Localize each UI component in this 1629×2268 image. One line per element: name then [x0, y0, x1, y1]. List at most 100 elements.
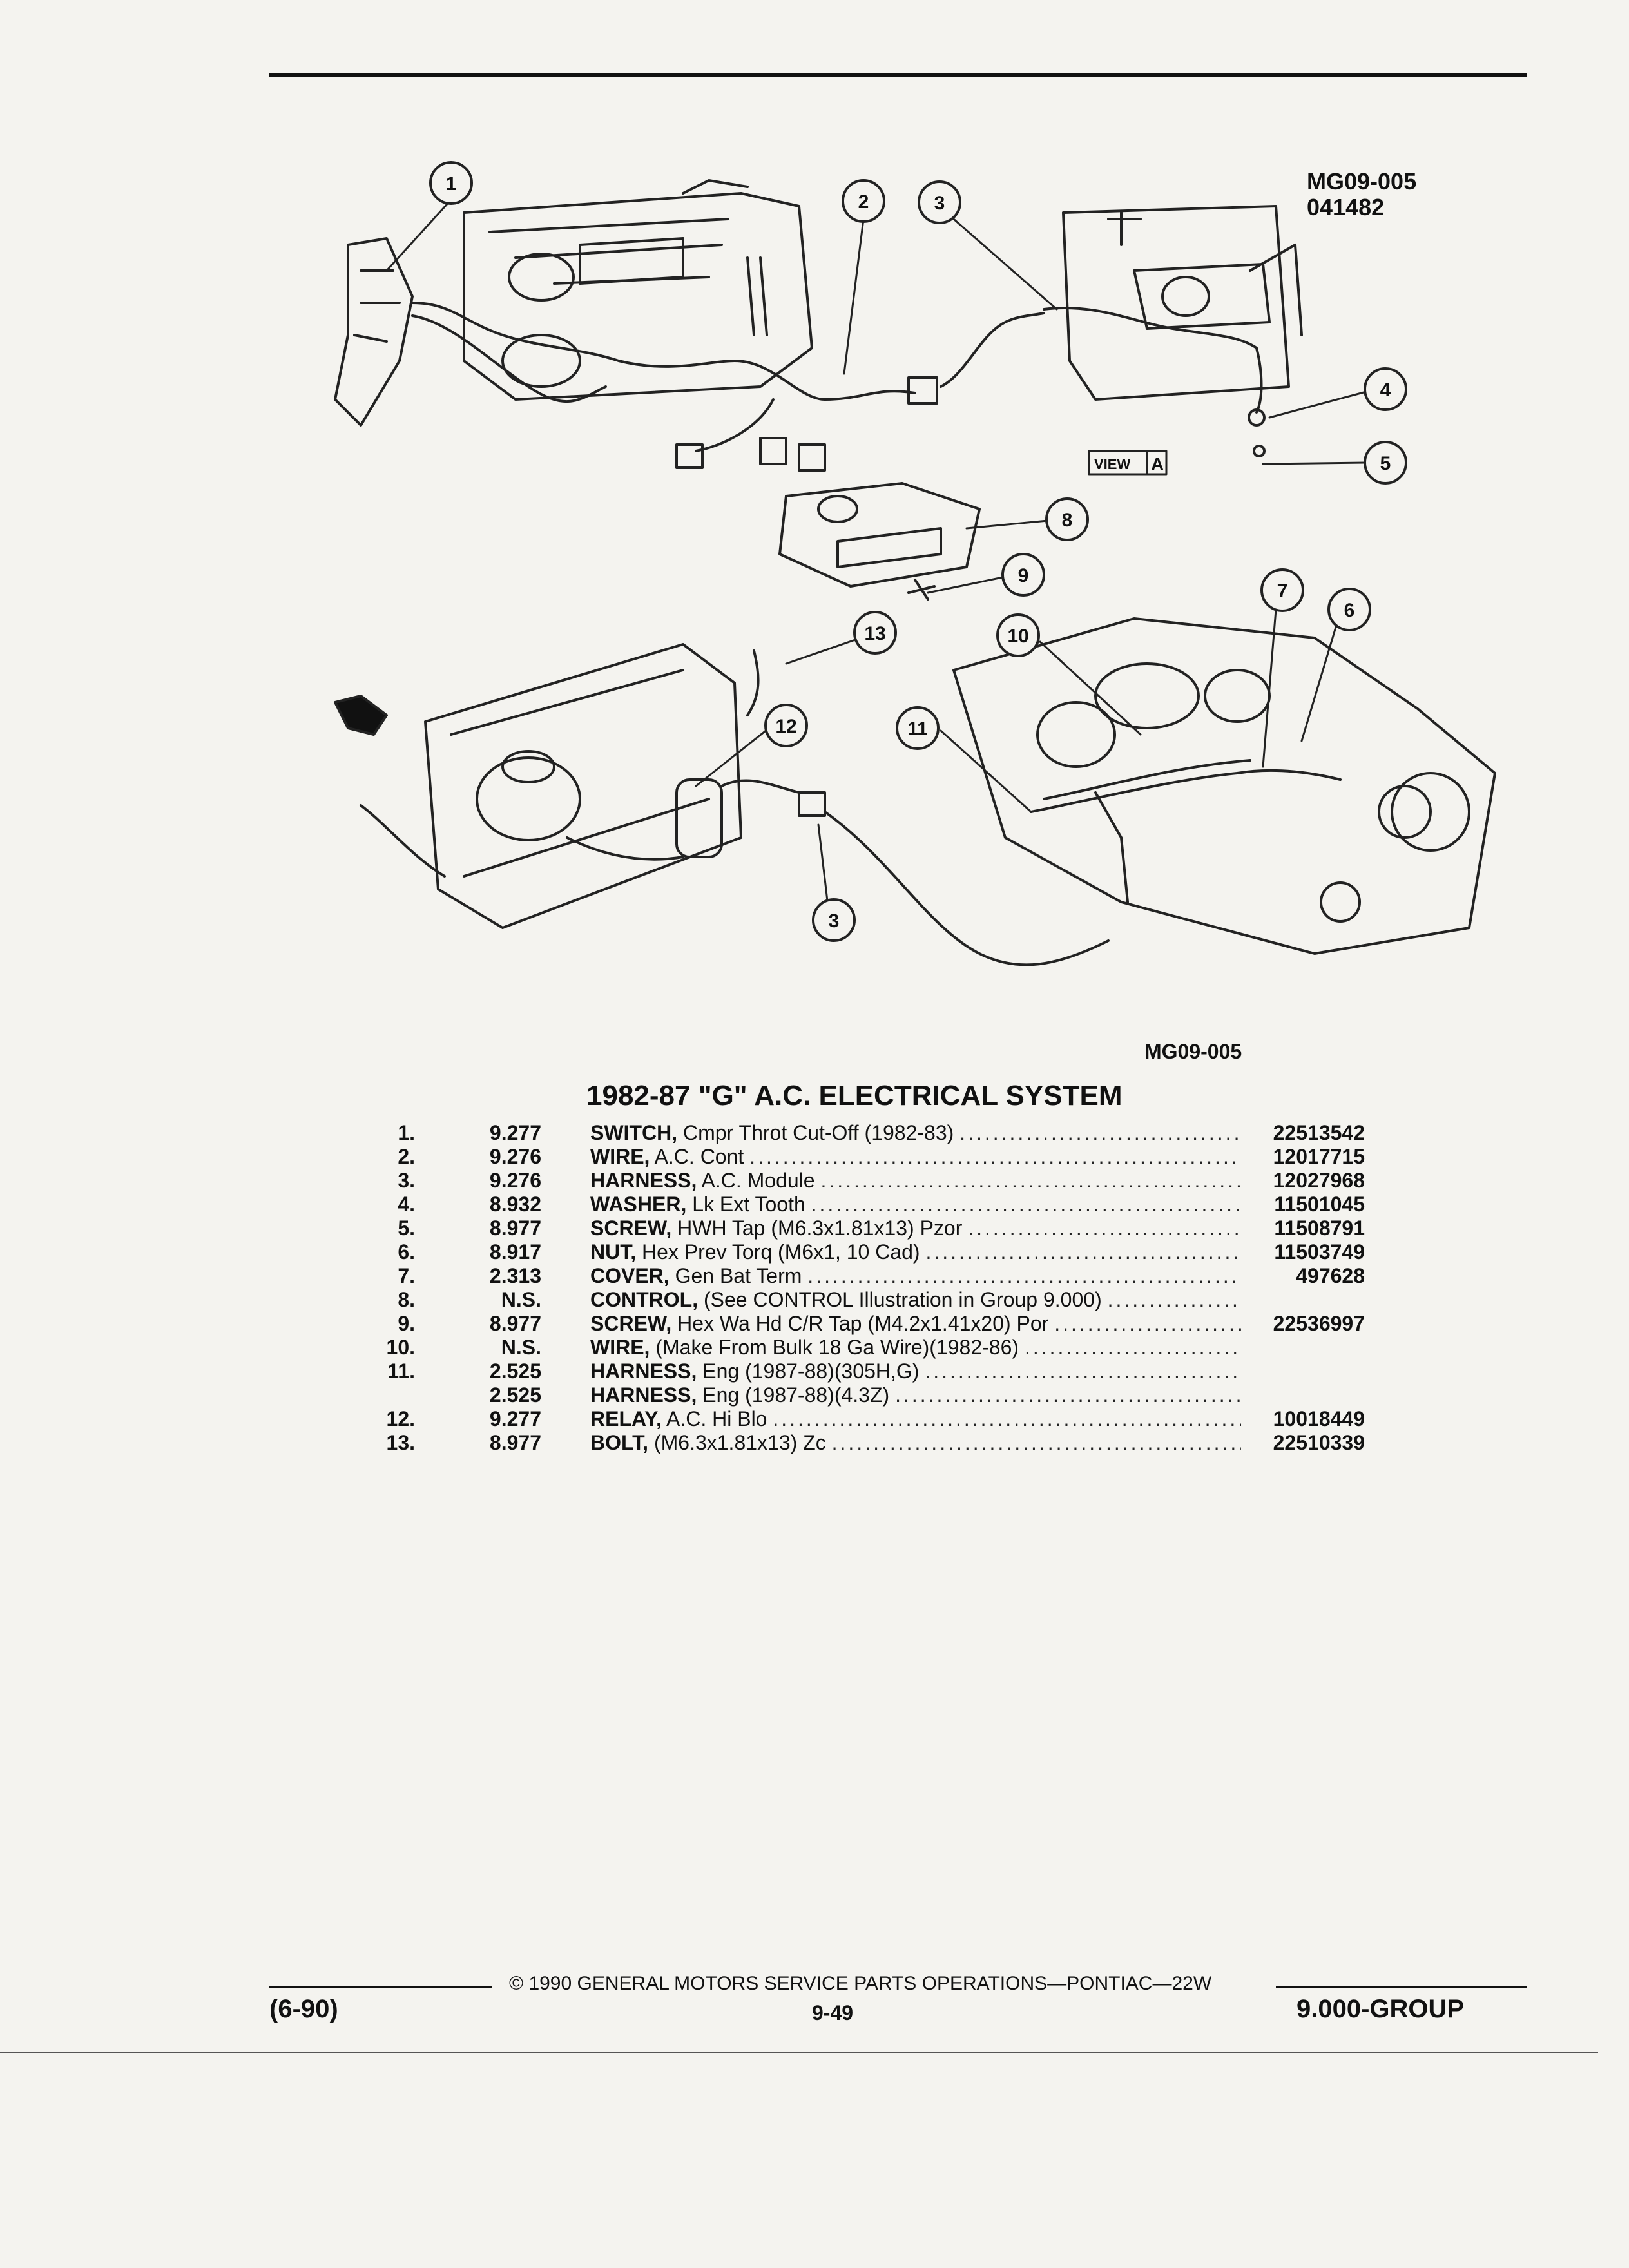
part-detail: Gen Bat Term: [675, 1264, 802, 1287]
callout-7: 7: [1277, 581, 1288, 602]
part-description: SCREW, HWH Tap (M6.3x1.81x13) Pzor .....…: [590, 1216, 1241, 1240]
leader-dots: ........................................…: [968, 1216, 1241, 1240]
footer-rule-left: [269, 1986, 492, 1988]
part-number: 12017715: [1273, 1145, 1365, 1168]
part-description: SWITCH, Cmpr Throt Cut-Off (1982-83) ...…: [590, 1121, 1241, 1145]
parts-row: 7. 2.313 COVER, Gen Bat Term ...........…: [361, 1264, 1379, 1288]
callout-8: 8: [1062, 510, 1073, 531]
group-number: 2.525: [489, 1383, 541, 1407]
callout-10: 10: [1007, 626, 1028, 647]
group-number: 9.277: [489, 1121, 541, 1144]
footer-date: (6-90): [269, 1995, 338, 2023]
part-detail: Cmpr Throt Cut-Off (1982-83): [682, 1121, 954, 1144]
item-number: 9.: [398, 1312, 415, 1335]
item-number: 7.: [398, 1264, 415, 1287]
part-name: SWITCH,: [590, 1121, 678, 1144]
section-title: 1982-87 "G" A.C. ELECTRICAL SYSTEM: [586, 1080, 1123, 1111]
group-number: N.S.: [501, 1336, 541, 1359]
item-number: 10.: [386, 1336, 415, 1359]
callout-6: 6: [1344, 600, 1355, 621]
figure-code: MG09-005: [1307, 168, 1417, 195]
part-detail: A.C. Cont: [654, 1145, 744, 1168]
item-number: 1.: [398, 1121, 415, 1144]
bottom-rule: [0, 2052, 1598, 2053]
part-number: 11508791: [1274, 1216, 1365, 1240]
part-name: BOLT,: [590, 1431, 649, 1454]
part-description: NUT, Hex Prev Torq (M6x1, 10 Cad) ......…: [590, 1240, 1241, 1264]
part-detail: Eng (1987-88)(4.3Z): [702, 1383, 890, 1407]
part-description: RELAY, A.C. Hi Blo .....................…: [590, 1407, 1241, 1431]
part-detail: Hex Wa Hd C/R Tap (M4.2x1.41x20) Por: [677, 1312, 1049, 1335]
parts-list: 1. 9.277 SWITCH, Cmpr Throt Cut-Off (198…: [361, 1121, 1379, 1455]
leader-dots: ........................................…: [1107, 1288, 1241, 1311]
part-detail: Hex Prev Torq (M6x1, 10 Cad): [642, 1240, 920, 1264]
item-number: 3.: [398, 1169, 415, 1192]
part-name: COVER,: [590, 1264, 670, 1287]
part-detail: (See CONTROL Illustration in Group 9.000…: [703, 1288, 1102, 1311]
callout-1: 1: [446, 173, 457, 195]
group-number: 9.277: [489, 1407, 541, 1430]
parts-row: 11. 2.525 HARNESS, Eng (1987-88)(305H,G)…: [361, 1360, 1379, 1383]
part-description: CONTROL, (See CONTROL Illustration in Gr…: [590, 1288, 1241, 1312]
part-number: 12027968: [1273, 1169, 1365, 1192]
item-number: 6.: [398, 1240, 415, 1264]
footer-rule-right: [1276, 1986, 1527, 1988]
part-name: HARNESS,: [590, 1169, 697, 1192]
part-description: BOLT, (M6.3x1.81x13) Zc ................…: [590, 1431, 1241, 1455]
group-number: 8.977: [489, 1431, 541, 1454]
group-number: 8.977: [489, 1216, 541, 1240]
part-description: HARNESS, Eng (1987-88)(305H,G) .........…: [590, 1360, 1241, 1383]
parts-row: 4. 8.932 WASHER, Lk Ext Tooth ..........…: [361, 1193, 1379, 1216]
view-a-letter: A: [1151, 454, 1164, 474]
parts-row: 10. N.S. WIRE, (Make From Bulk 18 Ga Wir…: [361, 1336, 1379, 1360]
figure-code-block: MG09-005 041482: [1307, 169, 1416, 220]
parts-row: 6. 8.917 NUT, Hex Prev Torq (M6x1, 10 Ca…: [361, 1240, 1379, 1264]
part-detail: (Make From Bulk 18 Ga Wire)(1982-86): [655, 1336, 1019, 1359]
item-number: 11.: [387, 1360, 415, 1383]
callout-13: 13: [864, 623, 885, 644]
group-number: 9.276: [489, 1145, 541, 1168]
part-number: 11503749: [1274, 1240, 1365, 1264]
leader-dots: ........................................…: [807, 1264, 1241, 1287]
part-detail: A.C. Module: [701, 1169, 815, 1192]
part-detail: HWH Tap (M6.3x1.81x13) Pzor: [677, 1216, 963, 1240]
item-number: 4.: [398, 1193, 415, 1216]
part-description: HARNESS, A.C. Module ...................…: [590, 1169, 1241, 1193]
footer-copyright: © 1990 GENERAL MOTORS SERVICE PARTS OPER…: [509, 1973, 1212, 1994]
part-name: SCREW,: [590, 1216, 672, 1240]
figure-code-bottom: MG09-005: [1144, 1040, 1242, 1063]
group-number: 8.917: [489, 1240, 541, 1264]
part-detail: Eng (1987-88)(305H,G): [702, 1360, 920, 1383]
callout-2: 2: [858, 191, 869, 213]
part-description: SCREW, Hex Wa Hd C/R Tap (M4.2x1.41x20) …: [590, 1312, 1241, 1336]
part-name: HARNESS,: [590, 1360, 697, 1383]
view-a-arrow: [334, 695, 388, 736]
part-name: WASHER,: [590, 1193, 687, 1216]
part-name: NUT,: [590, 1240, 637, 1264]
part-name: RELAY,: [590, 1407, 662, 1430]
leader-dots: ........................................…: [925, 1240, 1241, 1264]
group-number: 8.977: [489, 1312, 541, 1335]
part-number: 10018449: [1273, 1407, 1365, 1430]
footer-page-number: 9-49: [812, 2001, 854, 2024]
parts-row: 13. 8.977 BOLT, (M6.3x1.81x13) Zc ......…: [361, 1431, 1379, 1455]
leader-dots: ........................................…: [831, 1431, 1241, 1454]
part-number: 22510339: [1273, 1431, 1365, 1454]
group-number: 9.276: [489, 1169, 541, 1192]
leader-dots: ........................................…: [1054, 1312, 1241, 1335]
ac-electrical-illustration: VIEW A: [334, 161, 1496, 966]
callout-11: 11: [907, 718, 928, 740]
part-description: WIRE, A.C. Cont ........................…: [590, 1145, 1241, 1169]
engine-drawing: [952, 617, 1496, 955]
top-rule: [269, 73, 1527, 77]
part-number: 22513542: [1273, 1121, 1365, 1144]
item-number: 12.: [386, 1407, 415, 1430]
leader-dots: ........................................…: [773, 1407, 1241, 1430]
callout-4: 4: [1380, 380, 1391, 401]
parts-row: 12. 9.277 RELAY, A.C. Hi Blo ...........…: [361, 1407, 1379, 1431]
part-name: HARNESS,: [590, 1383, 697, 1407]
part-number: 22536997: [1273, 1312, 1365, 1335]
group-number: 2.313: [489, 1264, 541, 1287]
part-description: HARNESS, Eng (1987-88)(4.3Z) ...........…: [590, 1383, 1241, 1407]
leader-dots: ........................................…: [749, 1145, 1241, 1168]
